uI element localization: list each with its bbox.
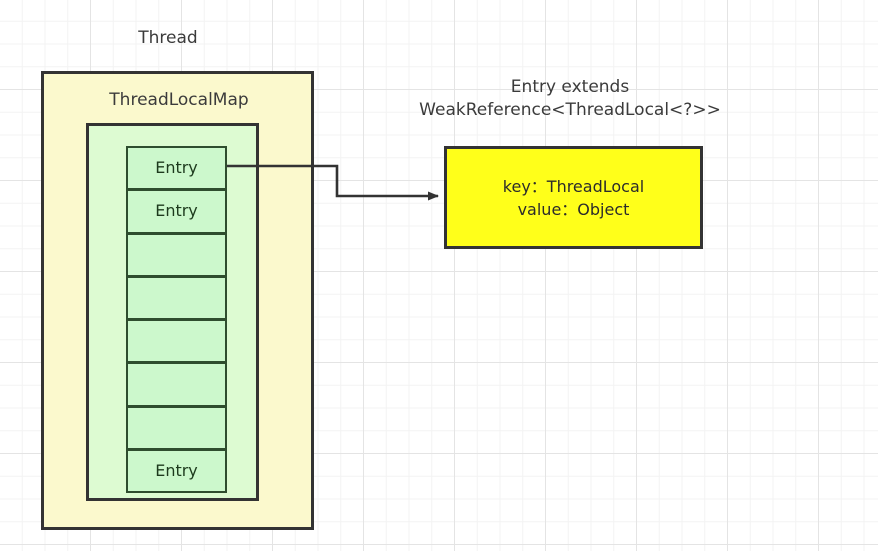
entry-extends-caption-line2: WeakReference<ThreadLocal<?>> — [419, 100, 721, 120]
entry-cell[interactable]: Entry — [126, 448, 227, 493]
entry-table: Entry Entry Entry — [126, 146, 227, 493]
entry-extends-caption-line1: Entry extends — [510, 77, 630, 97]
entry-detail-box: key：ThreadLocal value：Object — [444, 146, 703, 249]
entry-cell[interactable] — [126, 405, 227, 449]
entry-value-line: value：Object — [517, 199, 630, 219]
entry-cell[interactable]: Entry — [126, 189, 227, 233]
entry-key-line: key：ThreadLocal — [502, 176, 645, 196]
entry-cell[interactable] — [126, 275, 227, 319]
entry-cell[interactable] — [126, 362, 227, 406]
thread-label: Thread — [138, 28, 198, 48]
thread-local-map-label: ThreadLocalMap — [109, 90, 249, 110]
entry-cell[interactable] — [126, 232, 227, 276]
entry-cell[interactable]: Entry — [126, 146, 227, 190]
entry-cell[interactable] — [126, 319, 227, 363]
